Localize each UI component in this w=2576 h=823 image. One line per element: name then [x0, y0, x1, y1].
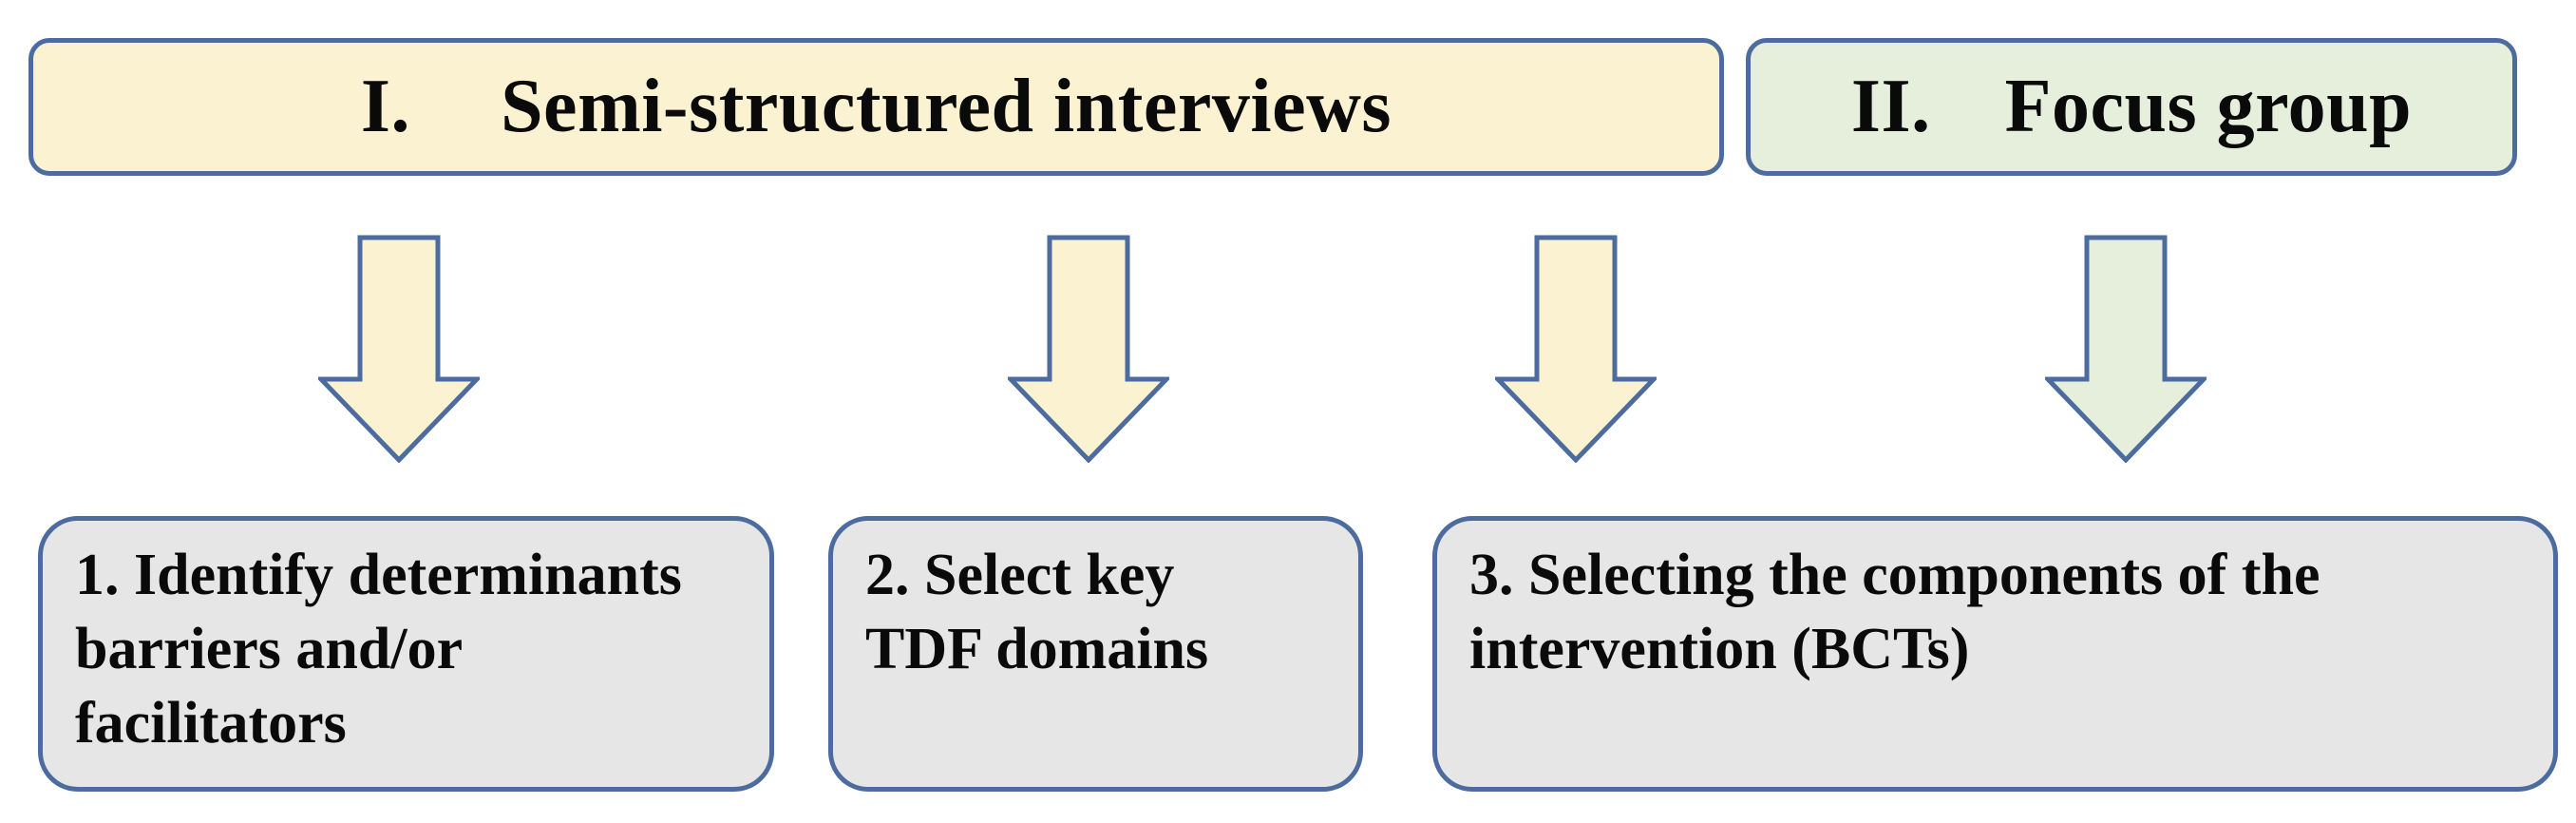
step-box-line: TDF domains — [865, 617, 1209, 681]
arrow-down-shape — [2045, 235, 2207, 463]
arrow-down-icon — [1495, 235, 1657, 463]
arrow-down-icon — [318, 235, 480, 463]
step-box-line: 1. Identify determinants — [75, 543, 682, 607]
step-box-3: 3. Selecting the components of the inter… — [1432, 516, 2558, 792]
down-arrow-2 — [1008, 235, 1169, 463]
header-box-focus-group: II. Focus group — [1746, 38, 2517, 176]
step-box-2: 2. Select key TDF domains — [828, 516, 1363, 792]
arrow-down-icon — [2045, 235, 2207, 463]
step-box-line: intervention (BCTs) — [1469, 617, 1970, 681]
down-arrow-4 — [2045, 235, 2207, 463]
header-numeral: I. — [360, 65, 411, 148]
header-numeral: II. — [1850, 65, 1931, 148]
arrow-down-shape — [318, 235, 480, 463]
header-box-semi-structured-interviews: I. Semi-structured interviews — [28, 38, 1724, 176]
step-box-line: 2. Select key — [865, 543, 1175, 607]
arrow-down-shape — [1008, 235, 1169, 463]
down-arrow-1 — [318, 235, 480, 463]
header-label: Focus group — [2004, 65, 2413, 148]
step-box-1: 1. Identify determinants barriers and/or… — [38, 516, 774, 792]
step-box-line: 3. Selecting the components of the — [1469, 543, 2320, 607]
header-label: Semi-structured interviews — [501, 65, 1392, 148]
step-box-line: barriers and/or — [75, 617, 464, 681]
arrow-down-shape — [1495, 235, 1657, 463]
down-arrow-3 — [1495, 235, 1657, 463]
step-box-line: facilitators — [75, 691, 347, 756]
arrow-down-icon — [1008, 235, 1169, 463]
